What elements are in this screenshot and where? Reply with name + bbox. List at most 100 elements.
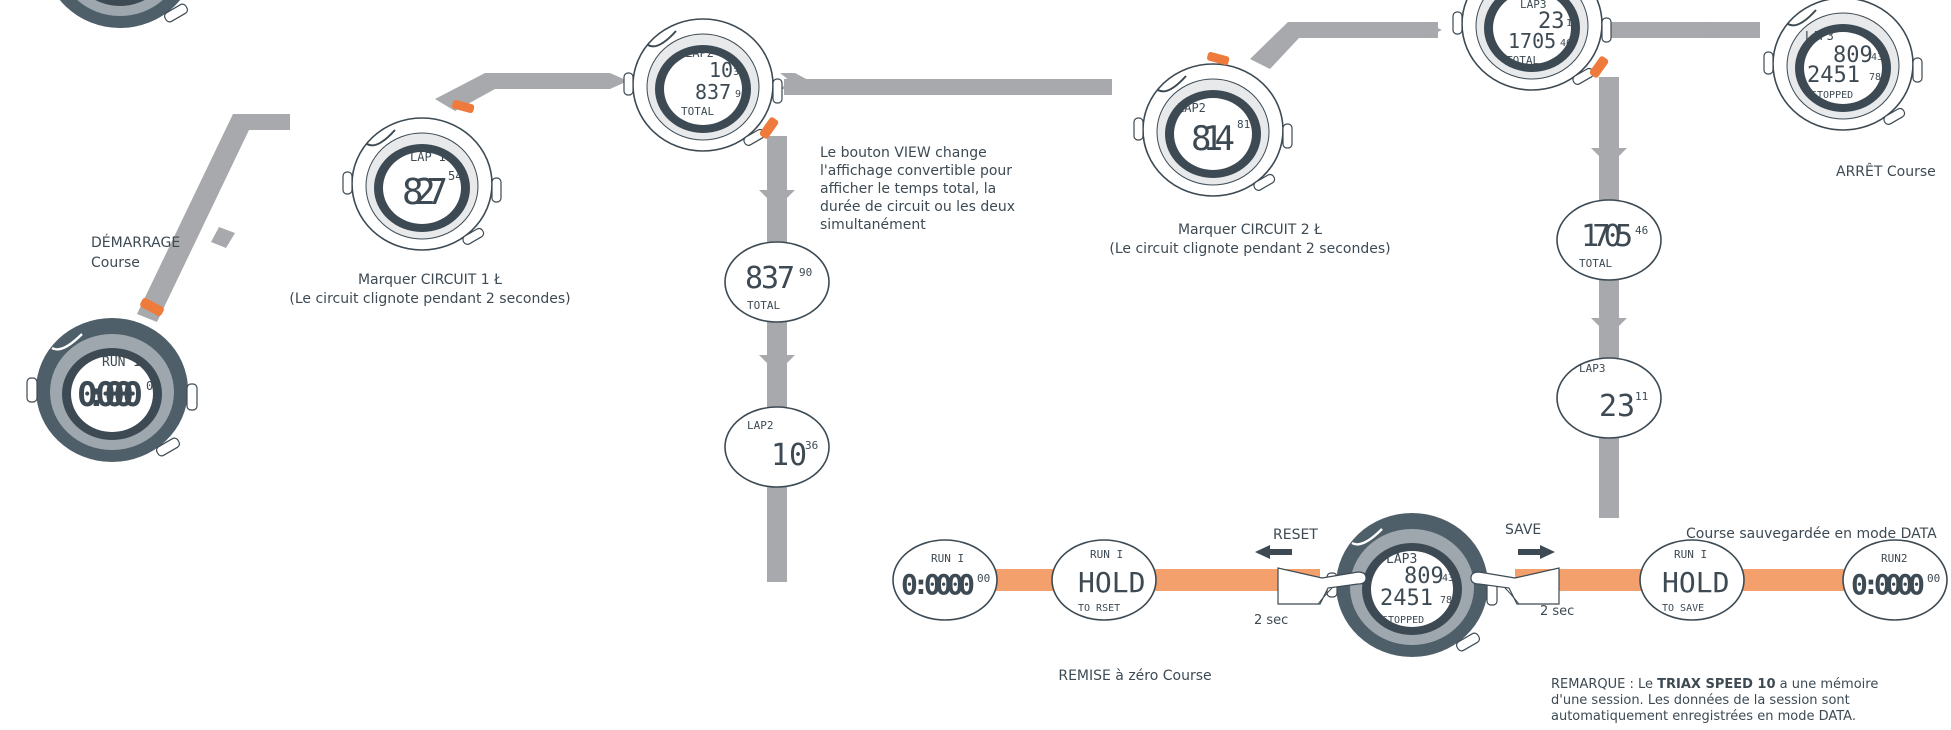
flow-chevron — [759, 355, 795, 373]
lcd-lap1-sub: 54 — [448, 169, 462, 183]
reset-arrow-label: RESET — [1273, 527, 1318, 544]
lcd-stopped-line1: LAP3 — [1805, 29, 1834, 43]
lcd-lap2-lap: 10 — [709, 58, 733, 82]
path-lap3-view-down — [1599, 77, 1619, 518]
watch-lap2-both: LAP2 10 36 837 90 TOTAL — [624, 19, 782, 151]
lcd-start-line1: RUN I — [102, 355, 141, 370]
lcd-lap1-line1: LAP I — [410, 150, 446, 164]
memory-note: REMARQUE : Le TRIAX SPEED 10 a une mémoi… — [1551, 677, 1878, 725]
stop-caption: ARRÊT Course — [1836, 164, 1936, 181]
path-lap2flash-to-lap3 — [1250, 22, 1438, 69]
lcd-lap2flash-sub: 81 — [1237, 118, 1250, 131]
flow-chevron — [1591, 148, 1627, 166]
view-note-line3: afficher le temps total, la — [820, 181, 996, 198]
save-arrow-icon — [1518, 545, 1555, 559]
lcd-resethold-main: HOLD — [1078, 566, 1145, 599]
watch-lap1: LAP I 827 54 — [343, 99, 501, 250]
lcd-start-main: 0:0000 — [77, 375, 143, 415]
lcd-lap2-total: 837 — [695, 80, 731, 104]
view-note-line1: Le bouton VIEW change — [820, 145, 987, 162]
view-note-line5: simultanément — [820, 217, 926, 234]
memory-note-brand: TRIAX SPEED 10 — [1657, 677, 1775, 692]
lcd-lap2flash-main: 814 — [1191, 119, 1235, 159]
reset-hold-duration: 2 sec — [1254, 612, 1288, 629]
lcd-lap2flash-line1: LAP2 — [1177, 101, 1206, 115]
lcd-resethold-line3: TO RSET — [1078, 603, 1120, 614]
memory-note-prefix: REMARQUE : Le — [1551, 677, 1657, 692]
lcd-lap3lap-main: 23 — [1599, 389, 1635, 424]
lcd-oval-reset-done: RUN I 0:0000 00 — [893, 540, 997, 620]
lcd-stoppedc-line4: STOPPED — [1382, 615, 1424, 626]
lcd-stoppedc-total: 2451 — [1380, 586, 1433, 611]
lcd-oval-lap2-lap: LAP2 10 36 — [725, 407, 829, 487]
lcd-oval-reset-hold: RUN I HOLD TO RSET — [1052, 540, 1156, 620]
lcd-lap2lap-sub: 36 — [805, 439, 818, 452]
watch-lap3-both: LAP3 23 11 1705 46 TOTAL — [1453, 0, 1611, 90]
lcd-saved-sub: 00 — [1927, 572, 1940, 585]
lcd-stopped-line4: STOPPED — [1811, 90, 1853, 101]
memory-note-line3: automatiquement enregistrées en mode DAT… — [1551, 709, 1878, 725]
lap1-caption-line1: Marquer CIRCUIT 1 Ł — [270, 272, 590, 289]
lcd-oval-lap2-total: 837 90 TOTAL — [725, 242, 829, 322]
lcd-oval-lap3-lap: LAP3 23 11 — [1557, 358, 1661, 438]
lcd-stoppedc-lap-sub: 43 — [1442, 573, 1454, 584]
lap2-caption-line1: Marquer CIRCUIT 2 Ł — [1090, 222, 1410, 239]
lcd-resetdone-sub: 00 — [977, 572, 990, 585]
lcd-oval-save-hold: RUN I HOLD TO SAVE — [1640, 540, 1744, 620]
path-lap2-to-lap2flash — [784, 79, 1112, 95]
flow-chevron — [1591, 318, 1627, 336]
start-label-line2: Course — [91, 255, 140, 272]
lcd-saved-main: 0:0000 — [1851, 568, 1925, 601]
lcd-stopped-total: 2451 — [1807, 63, 1860, 88]
save-hold-duration: 2 sec — [1540, 603, 1574, 620]
lcd-lap3total-sub: 46 — [1635, 224, 1648, 237]
watch-lap2-flash: LAP2 814 81 — [1134, 51, 1292, 196]
memory-note-rest: a une mémoire — [1776, 677, 1879, 692]
lcd-stopped-total-sub: 78 — [1869, 72, 1881, 83]
lcd-lap2lap-main: 10 — [771, 438, 807, 473]
reset-arrow-icon — [1255, 545, 1292, 559]
flow-chevron — [211, 227, 235, 248]
lcd-savehold-main: HOLD — [1662, 566, 1729, 599]
lcd-savehold-line3: TO SAVE — [1662, 603, 1704, 614]
watch-stopped: LAP3 809 43 2451 78 STOPPED — [1764, 0, 1922, 130]
lcd-stopped-lap-sub: 43 — [1871, 52, 1883, 63]
lcd-lap2total-main: 837 — [745, 261, 795, 296]
lcd-lap3-line4: TOTAL — [1506, 54, 1539, 67]
lcd-stoppedc-total-sub: 78 — [1440, 595, 1452, 606]
lcd-lap3total-line2: TOTAL — [1579, 257, 1612, 270]
lcd-savehold-line1: RUN I — [1674, 548, 1707, 561]
lcd-lap2-lap-sub: 36 — [733, 67, 745, 78]
saved-caption: Course sauvegardée en mode DATA — [1686, 526, 1937, 543]
lcd-resetdone-main: 0:0000 — [901, 568, 975, 601]
flow-chevron — [759, 190, 795, 208]
lcd-lap2lap-line1: LAP2 — [747, 419, 774, 432]
lcd-oval-saved: RUN2 0:0000 00 — [1843, 540, 1947, 620]
path-start-to-lap1 — [137, 114, 290, 322]
lap1-caption-line2: (Le circuit clignote pendant 2 secondes) — [270, 291, 590, 308]
lcd-lap2-total-sub: 90 — [735, 89, 747, 100]
lcd-oval-lap3-total: 1705 46 TOTAL — [1557, 200, 1661, 280]
view-note-line4: durée de circuit ou les deux — [820, 199, 1015, 216]
lcd-lap3lap-sub: 11 — [1635, 390, 1648, 403]
save-arrow-label: SAVE — [1505, 522, 1541, 539]
lcd-lap2total-line2: TOTAL — [747, 299, 780, 312]
view-note-line2: l'affichage convertible pour — [820, 163, 1012, 180]
lcd-lap3lap-line1: LAP3 — [1579, 362, 1606, 375]
path-lap3-to-stop — [1605, 22, 1760, 38]
path-hold-segment — [1160, 569, 1250, 591]
memory-note-line1: REMARQUE : Le TRIAX SPEED 10 a une mémoi… — [1551, 677, 1878, 693]
lcd-lap2-line4: TOTAL — [681, 105, 714, 118]
reset-caption: REMISE à zéro Course — [1030, 668, 1240, 685]
lcd-resetdone-line1: RUN I — [931, 552, 964, 565]
watch-top-left-partial — [35, 0, 205, 28]
lcd-lap2total-sub: 90 — [799, 266, 812, 279]
lcd-lap3-lap-sub: 11 — [1566, 18, 1578, 29]
lcd-lap3total-main: 1705 — [1581, 219, 1633, 254]
watch-start-run: RUN I 0:0000 00 — [27, 297, 197, 462]
lcd-lap3-total: 1705 — [1508, 29, 1556, 53]
lcd-resethold-line1: RUN I — [1090, 548, 1123, 561]
memory-note-line2: d'une session. Les données de la session… — [1551, 693, 1878, 709]
lcd-saved-line1: RUN2 — [1881, 552, 1908, 565]
